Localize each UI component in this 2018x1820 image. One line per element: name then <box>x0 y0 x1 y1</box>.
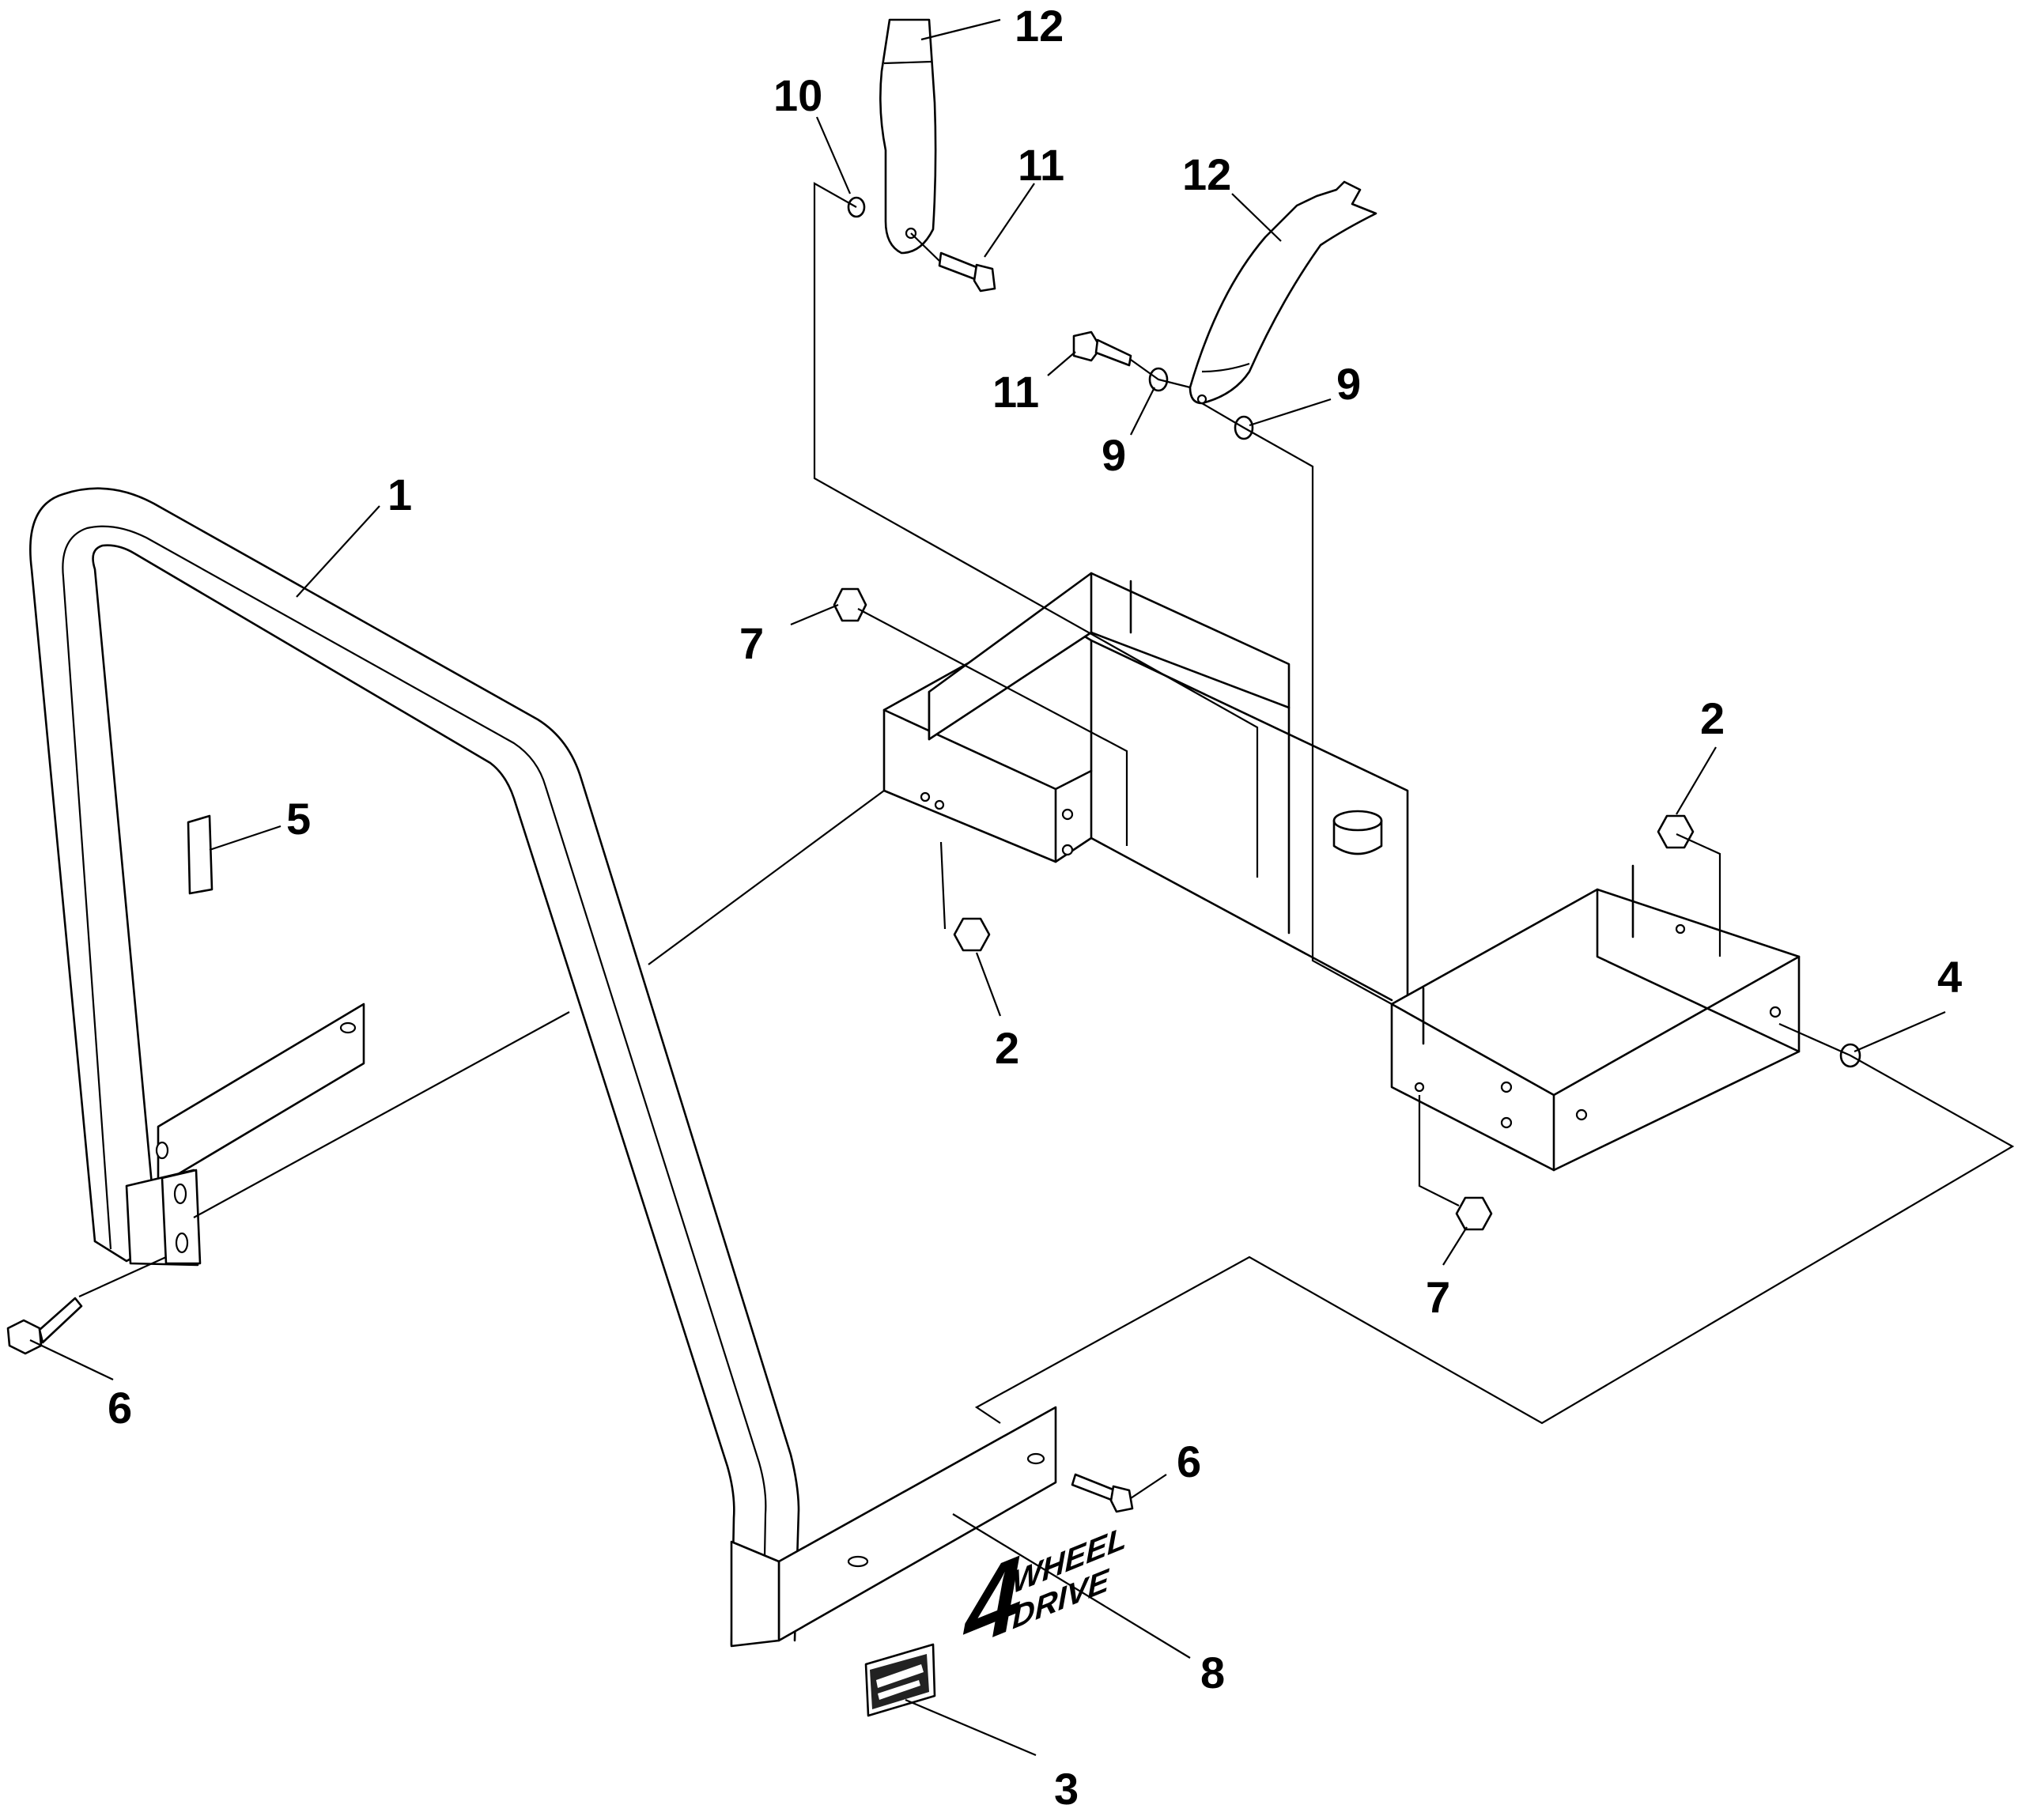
bolt-6-left <box>6 1297 83 1355</box>
roll-bar <box>29 487 1057 1648</box>
nut-7-top <box>833 587 867 622</box>
decal-4wd-number: 4 <box>962 1532 1022 1671</box>
assembly-lines <box>78 182 2015 1425</box>
decal-5 <box>187 814 214 895</box>
seat-belt-right <box>1189 180 1377 405</box>
bolt-11-right <box>1072 330 1132 367</box>
callout-labels: 1 2 2 3 4 5 6 6 7 7 8 9 9 10 11 11 12 12 <box>108 1 1962 1814</box>
callout-4: 4 <box>1937 952 1962 1002</box>
callout-6-left: 6 <box>108 1383 132 1433</box>
callout-9-right: 9 <box>1336 359 1361 409</box>
callout-2-right: 2 <box>1700 693 1725 743</box>
bolt-6-right <box>1071 1473 1134 1513</box>
callout-7-top: 7 <box>739 618 764 668</box>
callout-7-bottom: 7 <box>1426 1272 1450 1322</box>
nut-2-left <box>953 917 991 952</box>
callout-6-right: 6 <box>1177 1437 1201 1486</box>
callout-5: 5 <box>286 794 311 844</box>
nut-2-right <box>1657 814 1695 849</box>
callout-2-left: 2 <box>995 1023 1019 1073</box>
callout-leaders <box>29 18 1946 1757</box>
callout-8: 8 <box>1200 1648 1225 1697</box>
decal-3 <box>864 1643 936 1717</box>
callout-3: 3 <box>1054 1764 1079 1814</box>
callout-12-top: 12 <box>1015 1 1064 51</box>
nut-7-bottom <box>1455 1196 1493 1231</box>
callout-11-left: 11 <box>992 367 1039 417</box>
callout-9-left: 9 <box>1102 430 1126 480</box>
bolt-11-top <box>938 251 996 293</box>
callout-11-top: 11 <box>1018 140 1064 190</box>
mount-base <box>882 572 1801 1172</box>
callout-10: 10 <box>773 70 822 120</box>
callout-12-right: 12 <box>1182 149 1231 199</box>
callout-1: 1 <box>387 470 412 519</box>
seat-belt-left <box>879 18 937 255</box>
